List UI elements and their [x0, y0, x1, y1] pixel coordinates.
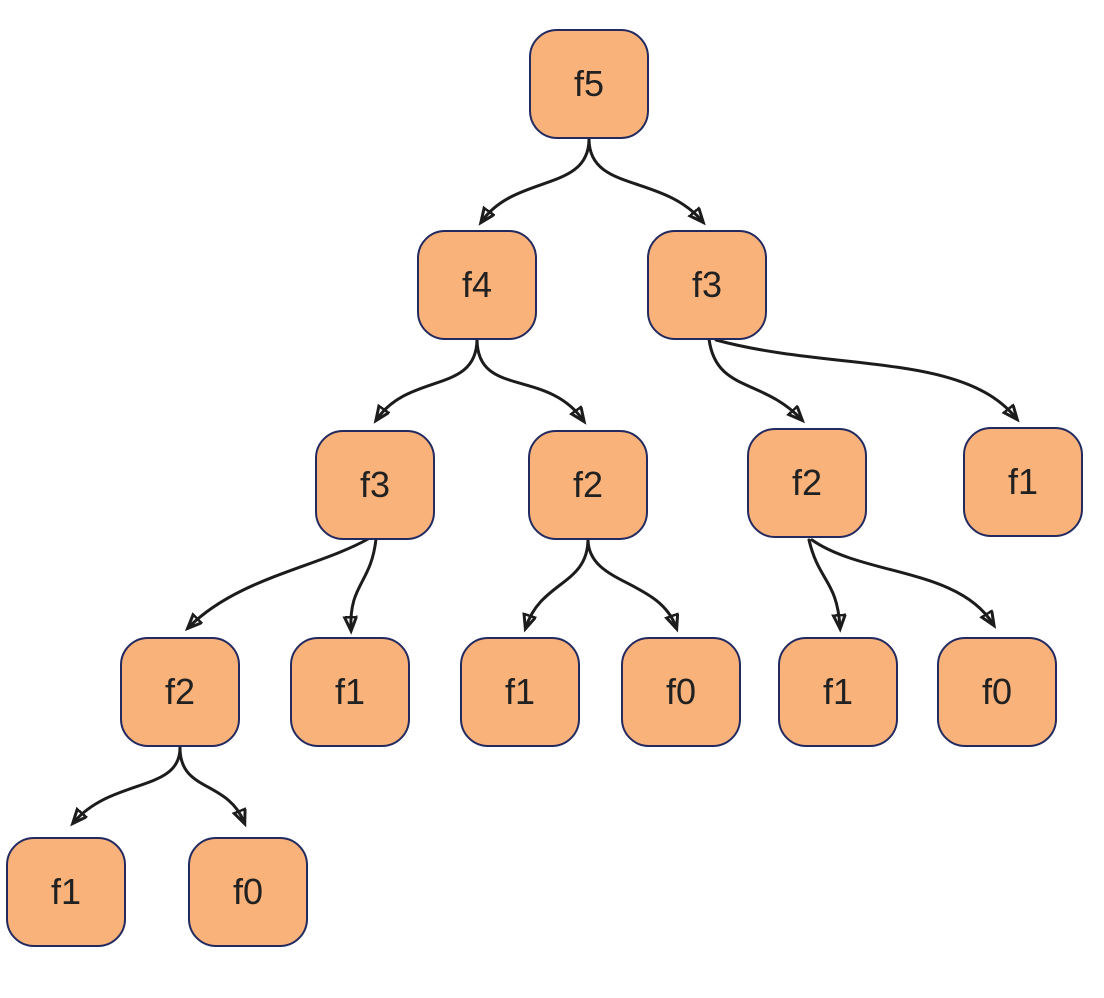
- tree-node-f3-left: f3: [315, 430, 435, 540]
- edge-f2r-to-f0: [810, 538, 993, 624]
- tree-node-f1-level4: f1: [6, 837, 126, 947]
- tree-node-f2-right: f2: [747, 428, 867, 538]
- node-label: f3: [691, 264, 723, 305]
- node-label: f0: [665, 671, 697, 712]
- edge-f2mid-to-f1: [526, 537, 590, 627]
- edge-f3l-to-f1: [351, 537, 378, 629]
- node-label: f1: [504, 671, 536, 712]
- node-label: f1: [334, 671, 366, 712]
- edge-f2l3-to-f1: [74, 746, 182, 822]
- node-label: f1: [822, 671, 854, 712]
- node-label: f2: [791, 462, 823, 503]
- tree-node-f0-a: f0: [621, 637, 741, 747]
- node-label: f0: [981, 671, 1013, 712]
- edge-f3r-to-f2: [707, 337, 801, 419]
- tree-node-f5-root: f5: [529, 29, 649, 139]
- node-label: f3: [359, 464, 391, 505]
- edge-f5-to-f4: [482, 137, 591, 221]
- tree-node-f3-right: f3: [647, 230, 767, 340]
- tree-node-f0-b: f0: [937, 637, 1057, 747]
- node-label: f2: [164, 671, 196, 712]
- tree-node-f2-mid: f2: [528, 430, 648, 540]
- edge-f2r-to-f1: [807, 538, 840, 627]
- edge-f3r-to-f1: [714, 338, 1016, 418]
- tree-node-f4: f4: [417, 230, 537, 340]
- tree-node-f1-far-right: f1: [963, 427, 1083, 537]
- edge-f2mid-to-f0: [586, 537, 676, 627]
- tree-node-f1-c: f1: [778, 637, 898, 747]
- node-label: f1: [1007, 461, 1039, 502]
- tree-node-f0-level4: f0: [188, 837, 308, 947]
- node-label: f5: [573, 63, 605, 104]
- node-label: f4: [461, 264, 493, 305]
- tree-node-f1-b: f1: [460, 637, 580, 747]
- node-label: f0: [232, 871, 264, 912]
- node-label: f1: [50, 871, 82, 912]
- node-label: f2: [572, 464, 604, 505]
- edge-f5-to-f3: [587, 137, 702, 221]
- edge-f2l3-to-f0: [178, 746, 244, 822]
- tree-node-f1-a: f1: [290, 637, 410, 747]
- edge-f4-to-f2: [475, 337, 583, 420]
- edge-f3l-to-f2: [189, 537, 370, 627]
- tree-node-f2-level3: f2: [120, 637, 240, 747]
- edge-f4-to-f3: [377, 337, 479, 419]
